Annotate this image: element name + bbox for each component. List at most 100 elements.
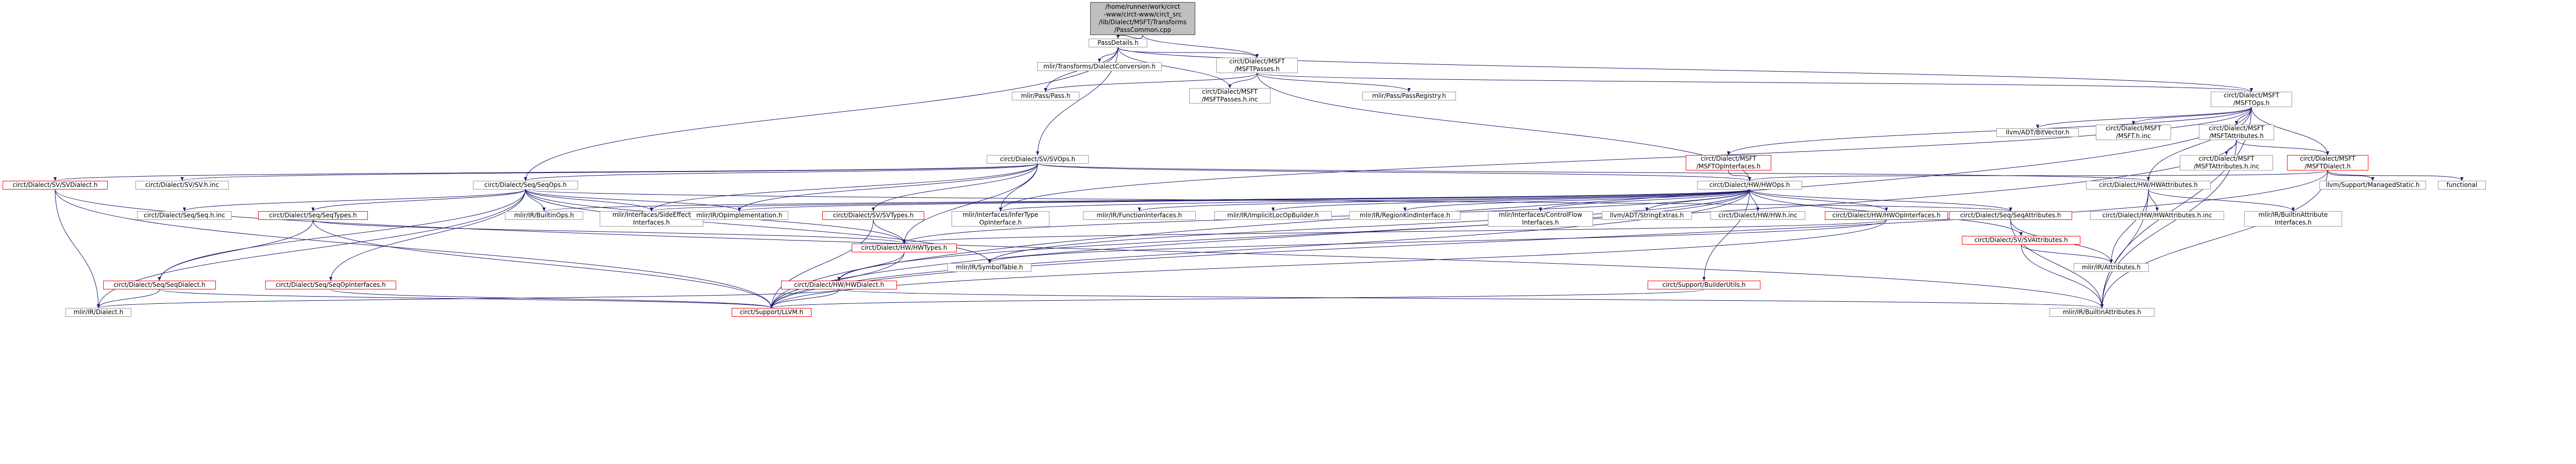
node-label: mlir/Interfaces/SideEffect Interfaces.h: [612, 211, 691, 226]
node-functional[interactable]: functional: [2438, 181, 2486, 190]
node-svattrs[interactable]: circt/Dialect/SV/SVAttributes.h: [1962, 236, 2080, 245]
edge-msftattrs-to-msftattrsinc: [2225, 140, 2237, 156]
edge-seqops-to-sideeffect: [525, 189, 653, 212]
node-seqops[interactable]: circt/Dialect/Seq/SeqOps.h: [473, 181, 578, 190]
node-hwhinc[interactable]: circt/Dialect/HW/HW.h.inc: [1710, 211, 1805, 220]
node-regionkind[interactable]: mlir/IR/RegionKindInterface.h: [1349, 211, 1461, 220]
node-stringextras[interactable]: llvm/ADT/StringExtras.h: [1602, 211, 1692, 220]
node-builtinattrif[interactable]: mlir/IR/BuiltinAttribute Interfaces.h: [2244, 211, 2342, 227]
node-label: mlir/IR/RegionKindInterface.h: [1360, 212, 1450, 219]
node-label: mlir/IR/SymbolTable.h: [956, 264, 1023, 271]
node-llvmh[interactable]: circt/Support/LLVM.h: [732, 308, 811, 317]
node-msftattrs[interactable]: circt/Dialect/MSFT /MSFTAttributes.h: [2199, 125, 2274, 140]
node-bitvector[interactable]: llvm/ADT/BitVector.h: [1996, 128, 2079, 137]
node-root[interactable]: /home/runner/work/circt -www/circt-www/c…: [1090, 2, 1195, 35]
node-funcif[interactable]: mlir/IR/FunctionInterfaces.h: [1083, 211, 1196, 220]
edge-hwops-to-symboltable: [988, 189, 1750, 264]
node-label: circt/Dialect/HW/HW.h.inc: [1718, 212, 1798, 219]
node-pass[interactable]: mlir/Pass/Pass.h: [1012, 92, 1079, 100]
node-label: circt/Dialect/MSFT /MSFTAttributes.h: [2209, 125, 2264, 140]
node-hwdialect[interactable]: circt/Dialect/HW/HWDialect.h: [781, 281, 897, 289]
edge-hwattrs-to-hwattrsinc: [2148, 189, 2159, 212]
edge-svops-to-svinc: [180, 163, 1038, 181]
node-msftpasses[interactable]: circt/Dialect/MSFT /MSFTPasses.h: [1216, 58, 1298, 73]
node-msfthinc[interactable]: circt/Dialect/MSFT /MSFT.h.inc: [2096, 125, 2171, 140]
node-msftops[interactable]: circt/Dialect/MSFT /MSFTOps.h: [2211, 92, 2292, 107]
edge-hwops-to-builderutils: [1702, 189, 1750, 281]
node-sideeffect[interactable]: mlir/Interfaces/SideEffect Interfaces.h: [600, 211, 703, 227]
edge-msftpasses-to-msftops: [1257, 73, 2253, 92]
node-builtinops[interactable]: mlir/IR/BuiltinOps.h: [505, 211, 583, 220]
node-label: circt/Dialect/Seq/SeqOps.h: [484, 181, 567, 188]
node-seqdialect[interactable]: circt/Dialect/Seq/SeqDialect.h: [103, 281, 216, 289]
node-label: circt/Dialect/HW/HWAttributes.h.inc: [2102, 212, 2212, 219]
node-symboltable[interactable]: mlir/IR/SymbolTable.h: [947, 263, 1031, 272]
node-svtypes[interactable]: circt/Dialect/SV/SVTypes.h: [822, 211, 924, 220]
node-msftpassesinc[interactable]: circt/Dialect/MSFT /MSFTPasses.h.inc: [1189, 88, 1270, 104]
node-label: circt/Dialect/SV/SVDialect.h: [12, 181, 98, 188]
node-implicitloc[interactable]: mlir/IR/ImplicitLocOpBuilder.h: [1214, 211, 1332, 220]
edge-seqops-to-seqdialect: [158, 189, 526, 281]
node-irdialect[interactable]: mlir/IR/Dialect.h: [65, 308, 131, 317]
node-irattrs[interactable]: mlir/IR/Attributes.h: [2074, 263, 2149, 272]
node-passdetails[interactable]: PassDetails.h: [1089, 39, 1147, 47]
node-svinc[interactable]: circt/Dialect/SV/SV.h.inc: [135, 181, 229, 190]
edge-hwops-to-hwopif: [1749, 189, 1888, 212]
edge-seqops-to-seqopif: [329, 189, 526, 281]
node-managedstatic[interactable]: llvm/Support/ManagedStatic.h: [2319, 181, 2426, 190]
node-label: llvm/ADT/BitVector.h: [2006, 129, 2070, 136]
node-builderutils[interactable]: circt/Support/BuilderUtils.h: [1648, 281, 1760, 289]
node-builtinattrs[interactable]: mlir/IR/BuiltinAttributes.h: [2049, 308, 2155, 317]
node-dialectconv[interactable]: mlir/Transforms/DialectConversion.h: [1037, 62, 1162, 71]
node-seqopif[interactable]: circt/Dialect/Seq/SeqOpInterfaces.h: [265, 281, 396, 289]
node-hwopif[interactable]: circt/Dialect/HW/HWOpInterfaces.h: [1825, 211, 1948, 220]
edge-msftdialect-to-functional: [2327, 170, 2464, 181]
edge-msftdialect-to-builtinattrs: [2100, 170, 2328, 308]
edge-msftattrs-to-builtinattrs: [2100, 140, 2237, 308]
node-label: mlir/Pass/PassRegistry.h: [1372, 92, 1446, 99]
node-label: circt/Dialect/HW/HWTypes.h: [861, 244, 947, 251]
node-label: circt/Dialect/SV/SVOps.h: [999, 156, 1076, 163]
edge-svops-to-seqops: [524, 163, 1038, 181]
node-label: circt/Dialect/HW/HWDialect.h: [793, 281, 885, 288]
node-msftattrsinc[interactable]: circt/Dialect/MSFT /MSFTAttributes.h.inc: [2180, 155, 2273, 170]
edge-msftdialect-to-managedstatic: [2327, 170, 2375, 181]
edge-msftdialect-to-hwops: [1748, 170, 2328, 181]
node-hwtypes[interactable]: circt/Dialect/HW/HWTypes.h: [852, 244, 957, 252]
edge-svops-to-hwops: [1037, 163, 1751, 181]
node-opimpl[interactable]: mlir/IR/OpImplementation.h: [690, 211, 788, 220]
node-seqtypes[interactable]: circt/Dialect/Seq/SeqTypes.h: [258, 211, 368, 220]
node-passregistry[interactable]: mlir/Pass/PassRegistry.h: [1362, 92, 1456, 100]
node-msftdialect[interactable]: circt/Dialect/MSFT /MSFTDialect.h: [2287, 155, 2368, 170]
node-hwattrs[interactable]: circt/Dialect/HW/HWAttributes.h: [2086, 181, 2211, 190]
edge-seqtypes-to-llvmh: [313, 219, 773, 308]
node-infertype[interactable]: mlir/Interfaces/InferType OpInterface.h: [952, 211, 1049, 227]
node-label: mlir/IR/ImplicitLocOpBuilder.h: [1227, 212, 1319, 219]
node-label: mlir/IR/BuiltinAttribute Interfaces.h: [2258, 211, 2328, 226]
edge-msftpasses-to-msftpassesinc: [1228, 73, 1258, 89]
edge-msftops-to-msfthinc: [2131, 107, 2252, 125]
node-label: /home/runner/work/circt -www/circt-www/c…: [1098, 3, 1187, 33]
edge-builderutils-to-llvmh: [770, 289, 1704, 308]
edge-seqops-to-symboltable: [525, 189, 991, 264]
node-hwattrsinc[interactable]: circt/Dialect/HW/HWAttributes.h.inc: [2090, 211, 2224, 220]
edge-svtypes-to-hwtypes: [873, 219, 906, 244]
node-hwops[interactable]: circt/Dialect/HW/HWOps.h: [1697, 181, 1802, 190]
node-svdialect[interactable]: circt/Dialect/SV/SVDialect.h: [3, 181, 108, 190]
node-svops[interactable]: circt/Dialect/SV/SVOps.h: [987, 155, 1089, 164]
node-label: circt/Dialect/MSFT /MSFT.h.inc: [2106, 125, 2161, 140]
edge-hwops-to-stringextras: [1645, 189, 1750, 212]
node-label: mlir/IR/BuiltinOps.h: [514, 212, 574, 219]
edge-svtypes-to-llvmh: [770, 219, 874, 308]
edge-root-to-passdetails: [1116, 35, 1143, 39]
node-seqattrs[interactable]: circt/Dialect/Seq/SeqAttributes.h: [1949, 211, 2072, 220]
edge-svdialect-to-irdialect: [55, 189, 100, 308]
edge-svdialect-to-llvmh: [55, 189, 773, 308]
node-seqhinc[interactable]: circt/Dialect/Seq/Seq.h.inc: [137, 211, 232, 220]
edge-hwattrs-to-irattrs: [2109, 189, 2149, 264]
node-msftopif[interactable]: circt/Dialect/MSFT /MSFTOpInterfaces.h: [1686, 155, 1771, 170]
node-controlflow[interactable]: mlir/Interfaces/ControlFlow Interfaces.h: [1488, 211, 1593, 227]
edge-svops-to-hwattrs: [1037, 163, 2150, 181]
node-label: circt/Dialect/Seq/Seq.h.inc: [144, 212, 225, 219]
